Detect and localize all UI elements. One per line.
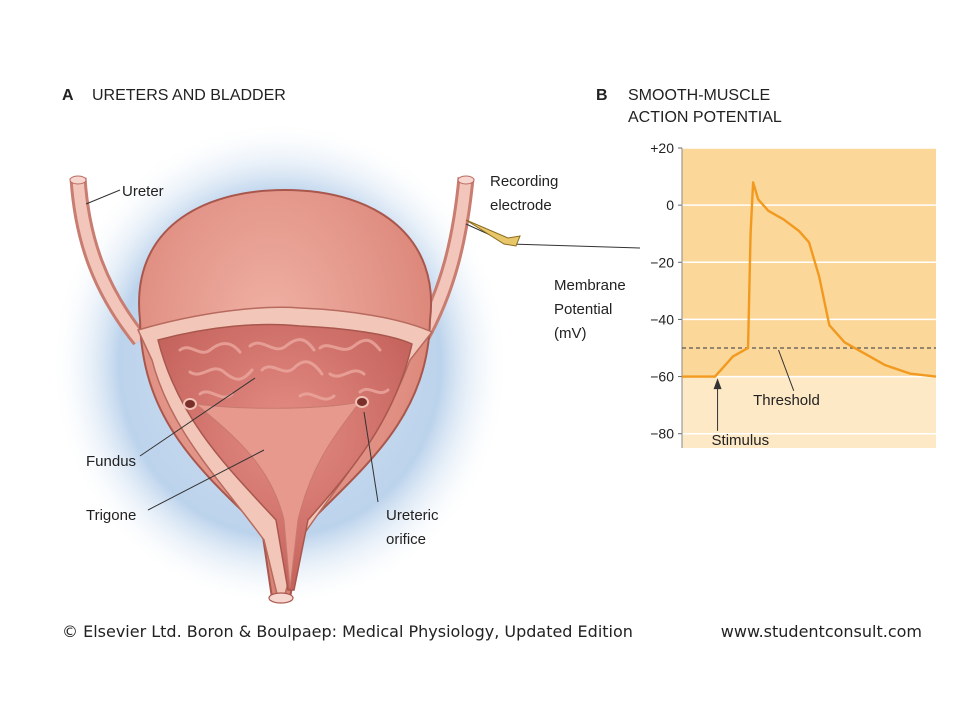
panel-b-letter: B: [596, 87, 608, 104]
chart-bg-lower: [682, 376, 936, 448]
label-fundus: Fundus: [86, 453, 136, 470]
y-tick-label: −60: [650, 369, 674, 385]
left-ureteric-orifice: [183, 398, 197, 410]
ylabel-line2: Potential: [554, 301, 612, 318]
y-tick-label: 0: [666, 197, 674, 213]
y-tick-label: −20: [650, 254, 674, 270]
panel-a-letter: A: [62, 87, 74, 104]
ylabel-line1: Membrane: [554, 277, 626, 294]
label-electrode: electrode: [490, 197, 552, 214]
label-ureter: Ureter: [122, 183, 164, 200]
recording-electrode: [465, 219, 521, 247]
panel-b-title-line1: SMOOTH-MUSCLE: [628, 87, 770, 104]
panel-a-title: URETERS AND BLADDER: [92, 87, 286, 104]
right-ureteric-orifice: [355, 396, 369, 408]
label-trigone: Trigone: [86, 507, 136, 524]
y-tick-label: +20: [650, 140, 674, 156]
trigone-region: [194, 401, 362, 589]
threshold-leader: [778, 349, 795, 392]
credit-url[interactable]: www.studentconsult.com: [720, 622, 922, 641]
label-orifice: orifice: [386, 531, 426, 548]
credit-text: © Elsevier Ltd. Boron & Boulpaep: Medica…: [62, 622, 633, 641]
action-potential-trace: [682, 181, 937, 378]
stimulus-arrow-head: [713, 378, 722, 390]
urethra-opening: [268, 592, 294, 604]
ylabel-line3: (mV): [554, 325, 587, 342]
y-tick-label: −40: [650, 311, 674, 327]
panel-b: B SMOOTH-MUSCLE ACTION POTENTIAL Membran…: [554, 87, 937, 449]
panel-a: A URETERS AND BLADDER: [50, 87, 641, 604]
stimulus-label: Stimulus: [712, 432, 770, 449]
y-tick-label: −80: [650, 426, 674, 442]
panel-b-title-line2: ACTION POTENTIAL: [628, 109, 782, 126]
label-recording: Recording: [490, 173, 558, 190]
label-ureteric: Ureteric: [386, 507, 439, 524]
threshold-label: Threshold: [753, 392, 820, 409]
credit-line: © Elsevier Ltd. Boron & Boulpaep: Medica…: [62, 622, 922, 648]
